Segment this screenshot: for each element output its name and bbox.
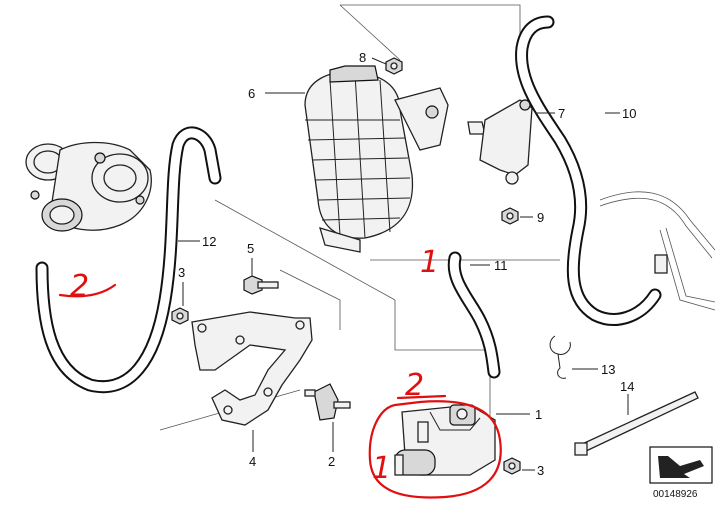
reference-block: 00148926 [649, 446, 713, 500]
nut-3-left [171, 307, 189, 325]
pressure-converter [394, 404, 496, 476]
handwritten-annotations: 1 1 2 2 [58, 245, 502, 499]
hose-12 [35, 126, 222, 394]
hand-mark-1-bottom: 1 [372, 451, 391, 486]
hand-underline-left [58, 283, 117, 298]
hose-11 [447, 251, 501, 379]
nut-9 [501, 207, 519, 225]
callout-5: 5 [247, 241, 254, 256]
callout-14: 14 [620, 379, 634, 394]
hand-mark-2-right: 2 [405, 368, 424, 403]
callout-3-right: 3 [537, 463, 544, 478]
bracket-4 [191, 311, 313, 426]
clip-13 [549, 335, 571, 379]
vacuum-reservoir [304, 65, 449, 253]
rubber-mount-2 [304, 383, 351, 421]
bolt-5 [243, 275, 279, 295]
nut-8 [385, 57, 403, 75]
nut-3-right [503, 457, 521, 475]
callout-3-left: 3 [178, 265, 185, 280]
leader-lines [178, 57, 629, 471]
arrow-logo-shape [658, 456, 704, 478]
callout-1-top: 1 [535, 407, 542, 422]
reference-number: 00148926 [653, 489, 698, 500]
callout-12: 12 [202, 234, 216, 249]
callout-labels: 1 1 2 3 3 4 5 6 7 8 9 10 11 12 13 14 [178, 50, 636, 478]
callout-11: 11 [494, 258, 508, 273]
cable-tie-14 [574, 391, 699, 456]
wiring-harness [599, 191, 716, 311]
callout-8: 8 [359, 50, 366, 65]
hand-mark-1-top: 1 [420, 245, 439, 280]
hand-underline-right [396, 394, 447, 400]
callout-10: 10 [622, 106, 636, 121]
callout-6: 6 [248, 86, 255, 101]
callout-4: 4 [249, 454, 256, 469]
bracket-7 [467, 99, 533, 185]
hose-10 [515, 15, 662, 326]
hand-circle-valve [368, 400, 502, 499]
assembly-guide-lines [159, 4, 560, 431]
callout-9: 9 [537, 210, 544, 225]
callout-7: 7 [558, 106, 565, 121]
callout-2: 2 [328, 454, 335, 469]
turbocharger [25, 141, 152, 232]
callout-13: 13 [601, 362, 615, 377]
hand-mark-2-left: 2 [70, 269, 89, 304]
